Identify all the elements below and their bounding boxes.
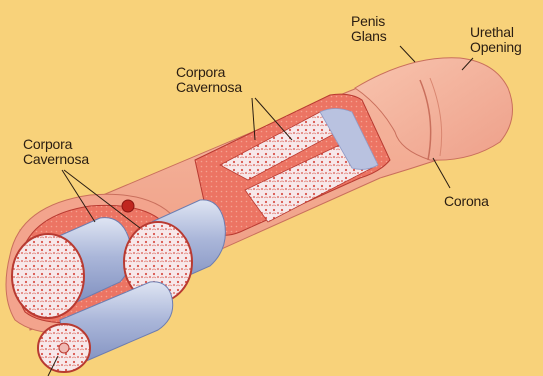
corpora-cavernosa-left-label: Corpora Cavernosa [23, 137, 89, 167]
leader-corona [433, 158, 450, 188]
corpora-cavernosa-top-label: Corpora Cavernosa [176, 65, 242, 95]
urethral-opening-label: Urethal Opening [470, 25, 522, 55]
artery-dot [122, 200, 134, 212]
penis-glans-label: Penis Glans [351, 14, 387, 44]
corona-label: Corona [444, 194, 489, 209]
left-corpus-section [12, 234, 84, 318]
leader-glans [400, 46, 415, 62]
urethra-lumen [59, 343, 69, 353]
